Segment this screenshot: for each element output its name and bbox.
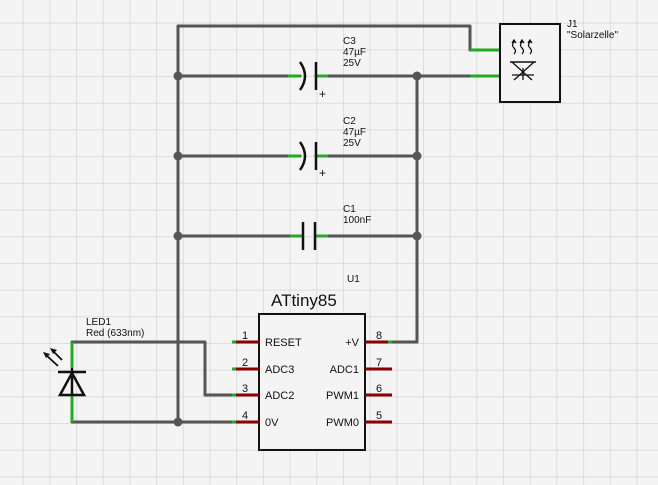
c3-ref: C3 bbox=[343, 36, 356, 47]
u1-pin-6[interactable]: 6 PWM1 bbox=[326, 383, 392, 402]
u1-pin-7[interactable]: 7 ADC1 bbox=[330, 357, 392, 376]
pin-number: 8 bbox=[376, 330, 382, 342]
u1-pin-2[interactable]: 2 ADC3 bbox=[232, 357, 294, 376]
u1-pin-3[interactable]: 3 ADC2 bbox=[232, 383, 294, 402]
pin-number: 5 bbox=[376, 410, 382, 422]
pin-name: ADC2 bbox=[265, 390, 294, 402]
junction-dot bbox=[412, 231, 422, 241]
connector-j1[interactable]: J1 "Solarzelle" bbox=[470, 19, 618, 103]
capacitor-c1[interactable]: C1 100nF bbox=[290, 204, 371, 250]
pin-number: 7 bbox=[376, 357, 382, 369]
pin-number: 3 bbox=[242, 383, 248, 395]
u1-body bbox=[258, 313, 366, 451]
u1-pin-1[interactable]: 1 RESET bbox=[232, 330, 302, 349]
c3-voltage: 25V bbox=[343, 58, 361, 69]
pin-number: 4 bbox=[242, 410, 248, 422]
led-icon bbox=[43, 348, 87, 397]
solar-cell-icon bbox=[510, 38, 536, 81]
u1-title: ATtiny85 bbox=[271, 291, 337, 310]
c3-curved-plate bbox=[298, 61, 307, 91]
c2-value: 47µF bbox=[343, 127, 366, 138]
wire-pin3-to-led bbox=[70, 340, 234, 397]
pin-name: +V bbox=[345, 337, 359, 349]
junction-dot bbox=[173, 151, 183, 161]
j1-name: "Solarzelle" bbox=[567, 30, 618, 41]
pin-name: PWM0 bbox=[326, 417, 359, 429]
u1-pin-4[interactable]: 4 0V bbox=[232, 410, 279, 429]
c1-ref: C1 bbox=[343, 204, 356, 215]
pin-name: ADC1 bbox=[330, 364, 359, 376]
junction-dot bbox=[412, 151, 422, 161]
pin-number: 2 bbox=[242, 357, 248, 369]
led1-value: Red (633nm) bbox=[86, 328, 144, 339]
junction-dot bbox=[173, 231, 183, 241]
j1-body bbox=[499, 23, 561, 103]
pin-name: ADC3 bbox=[265, 364, 294, 376]
c2-voltage: 25V bbox=[343, 138, 361, 149]
ic-u1[interactable]: U1 ATtiny85 1 RESET 2 ADC3 3 ADC2 4 0V bbox=[232, 274, 392, 451]
junction-dot bbox=[412, 71, 422, 81]
junction-dot bbox=[173, 71, 183, 81]
pin-name: RESET bbox=[265, 337, 302, 349]
pin-number: 1 bbox=[242, 330, 248, 342]
pin-number: 6 bbox=[376, 383, 382, 395]
c3-value: 47µF bbox=[343, 47, 366, 58]
capacitor-c2[interactable]: + C2 47µF 25V bbox=[288, 116, 366, 180]
u1-pin-5[interactable]: 5 PWM0 bbox=[326, 410, 392, 429]
pin-name: PWM1 bbox=[326, 390, 359, 402]
j1-ref: J1 bbox=[567, 19, 578, 30]
wire-gnd-to-led bbox=[70, 404, 234, 424]
led1-ref: LED1 bbox=[86, 317, 111, 328]
c3-plus-mark: + bbox=[319, 87, 326, 101]
u1-ref: U1 bbox=[347, 274, 360, 285]
junction-dot bbox=[173, 417, 183, 427]
junctions bbox=[173, 71, 422, 427]
led-led1[interactable]: LED1 Red (633nm) bbox=[43, 317, 144, 422]
pin-name: 0V bbox=[265, 417, 279, 429]
wire-top-to-solar bbox=[176, 24, 472, 52]
c2-plus-mark: + bbox=[319, 166, 326, 180]
c2-ref: C2 bbox=[343, 116, 356, 127]
c1-value: 100nF bbox=[343, 215, 371, 226]
u1-pin-8[interactable]: 8 +V bbox=[345, 330, 392, 349]
c2-curved-plate bbox=[298, 141, 307, 171]
capacitor-c3[interactable]: + C3 47µF 25V bbox=[288, 36, 366, 101]
